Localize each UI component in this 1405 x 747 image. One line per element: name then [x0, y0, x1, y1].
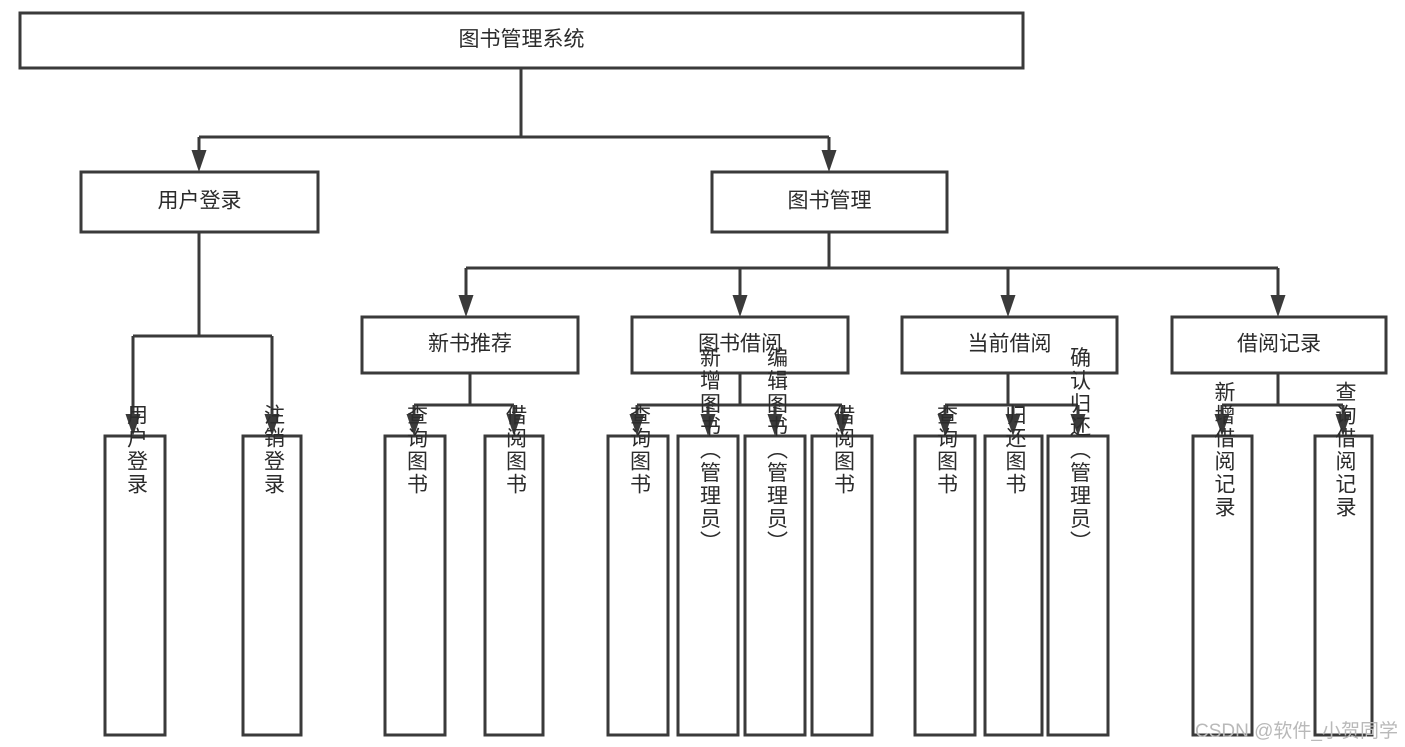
node-current-borrow[interactable]: 当前借阅 [900, 315, 1119, 375]
node-label-leaf-query-record: 查询借阅记录 [1333, 381, 1357, 519]
node-label-leaf-query-book-rec: 查询图书 [404, 404, 428, 496]
node-box-leaf-borrow-book [810, 434, 874, 737]
node-box-leaf-add-record [1191, 434, 1254, 737]
node-label-borrow-record: 借阅记录 [1237, 333, 1321, 356]
user-login-to-leaves-arrow-1 [264, 414, 280, 436]
node-label-book-manage: 图书管理 [788, 190, 872, 213]
node-leaf-return-book[interactable]: 归还图书 [983, 404, 1044, 737]
node-label-leaf-query-book-current: 查询图书 [934, 404, 958, 496]
borrow-record-to-leaves-arrow-1 [1335, 414, 1351, 436]
book-manage-to-level3-arrow-3 [1270, 295, 1286, 317]
node-label-leaf-return-book: 归还图书 [1003, 404, 1027, 496]
node-label-current-borrow: 当前借阅 [968, 333, 1052, 356]
current-borrow-to-leaves-arrow-2 [1070, 414, 1086, 436]
nodes-layer: 图书管理系统用户登录图书管理新书推荐图书借阅当前借阅借阅记录用户登录注销登录查询… [18, 11, 1388, 737]
node-box-leaf-query-book-borrow [606, 434, 670, 737]
node-leaf-borrow-book[interactable]: 借阅图书 [810, 404, 874, 737]
node-box-book-borrow [630, 315, 850, 375]
node-label-leaf-logout: 注销登录 [261, 404, 285, 496]
node-box-leaf-confirm-return [1046, 434, 1110, 737]
node-label-book-borrow: 图书借阅 [698, 333, 782, 356]
node-label-leaf-borrow-book: 借阅图书 [831, 404, 855, 496]
node-box-new-book-recommend [360, 315, 580, 375]
node-leaf-edit-book[interactable]: 编辑图书（管理员） [743, 347, 807, 737]
node-box-root [18, 11, 1025, 70]
root-to-level2-arrow-1 [821, 150, 837, 172]
node-label-root: 图书管理系统 [459, 28, 585, 51]
node-box-book-manage [710, 170, 949, 234]
book-manage-to-level3-arrow-2 [1000, 295, 1016, 317]
node-borrow-record[interactable]: 借阅记录 [1170, 315, 1388, 375]
node-box-leaf-edit-book [743, 434, 807, 737]
node-box-leaf-query-record [1313, 434, 1374, 737]
node-label-leaf-user-login: 用户登录 [124, 404, 148, 496]
node-label-new-book-recommend: 新书推荐 [428, 333, 512, 356]
new-book-to-leaves-arrow-1 [506, 414, 522, 436]
book-manage-to-level3-arrow-0 [458, 295, 474, 317]
node-label-leaf-borrow-book-rec: 借阅图书 [503, 404, 527, 496]
node-leaf-query-book-rec[interactable]: 查询图书 [383, 404, 447, 737]
node-book-borrow[interactable]: 图书借阅 [630, 315, 850, 375]
node-box-leaf-add-book [676, 434, 740, 737]
root-to-level2-arrow-0 [191, 150, 207, 172]
node-box-current-borrow [900, 315, 1119, 375]
current-borrow-to-leaves-arrow-1 [1005, 414, 1021, 436]
current-borrow-to-leaves-arrow-0 [937, 414, 953, 436]
node-box-leaf-borrow-book-rec [483, 434, 545, 737]
node-user-login[interactable]: 用户登录 [79, 170, 320, 234]
connectors-layer [125, 68, 1351, 436]
node-box-leaf-query-book-rec [383, 434, 447, 737]
book-borrow-to-leaves-arrow-0 [629, 414, 645, 436]
node-label-leaf-add-record: 新增借阅记录 [1212, 381, 1236, 519]
node-leaf-logout[interactable]: 注销登录 [241, 404, 303, 737]
node-label-leaf-add-book: 新增图书（管理员） [697, 347, 721, 554]
node-leaf-confirm-return[interactable]: 确认归还（管理员） [1046, 347, 1110, 737]
node-new-book-recommend[interactable]: 新书推荐 [360, 315, 580, 375]
user-login-to-leaves-arrow-0 [125, 414, 141, 436]
node-root[interactable]: 图书管理系统 [18, 11, 1025, 70]
node-box-borrow-record [1170, 315, 1388, 375]
book-borrow-to-leaves-arrow-2 [767, 414, 783, 436]
node-box-leaf-user-login [103, 434, 167, 737]
node-box-user-login [79, 170, 320, 234]
borrow-record-to-leaves-arrow-0 [1214, 414, 1230, 436]
node-box-leaf-query-book-current [913, 434, 977, 737]
node-label-leaf-edit-book: 编辑图书（管理员） [764, 347, 788, 554]
node-label-user-login: 用户登录 [158, 190, 242, 213]
book-borrow-to-leaves-arrow-3 [834, 414, 850, 436]
book-manage-to-level3-arrow-1 [732, 295, 748, 317]
node-leaf-user-login[interactable]: 用户登录 [103, 404, 167, 737]
node-leaf-query-book-borrow[interactable]: 查询图书 [606, 404, 670, 737]
node-leaf-borrow-book-rec[interactable]: 借阅图书 [483, 404, 545, 737]
node-book-manage[interactable]: 图书管理 [710, 170, 949, 234]
node-label-leaf-confirm-return: 确认归还（管理员） [1067, 347, 1091, 554]
book-borrow-to-leaves-arrow-1 [700, 414, 716, 436]
node-leaf-query-record[interactable]: 查询借阅记录 [1313, 381, 1374, 737]
new-book-to-leaves-arrow-0 [406, 414, 422, 436]
node-leaf-add-book[interactable]: 新增图书（管理员） [676, 347, 740, 737]
node-box-leaf-logout [241, 434, 303, 737]
node-leaf-add-record[interactable]: 新增借阅记录 [1191, 381, 1254, 737]
csdn-watermark: CSDN @软件_小贺同学 [1195, 720, 1398, 742]
node-label-leaf-query-book-borrow: 查询图书 [627, 404, 651, 496]
node-leaf-query-book-current[interactable]: 查询图书 [913, 404, 977, 737]
node-box-leaf-return-book [983, 434, 1044, 737]
